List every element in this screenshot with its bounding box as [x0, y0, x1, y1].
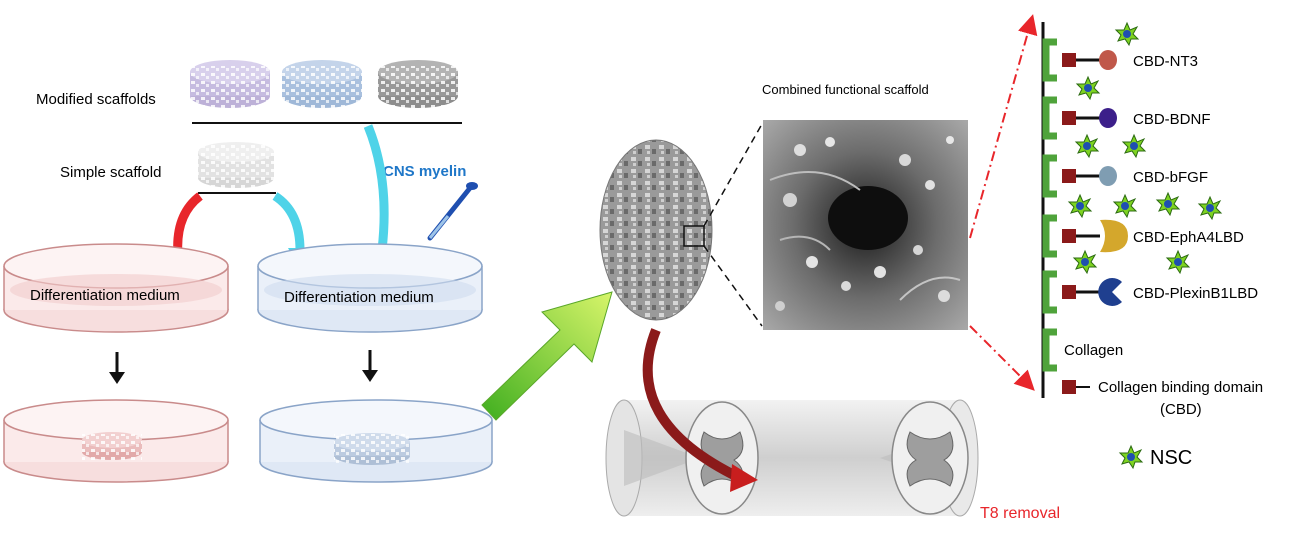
legend-row: CBD-BDNF — [1042, 96, 1211, 140]
nsc-label: NSC — [1150, 447, 1192, 469]
cns-myelin-label: CNS myelin — [383, 163, 466, 180]
combined-scaffold — [599, 139, 713, 321]
petri-dish-pink-top — [3, 243, 229, 333]
down-arrow-right — [362, 350, 378, 382]
molecule-icon — [1100, 219, 1128, 253]
zoom-line-top — [703, 123, 763, 227]
t8-removal-label: T8 removal — [980, 505, 1060, 522]
nsc-icon — [1113, 194, 1137, 218]
sem-image — [763, 120, 968, 330]
legend-row: CBD-PlexinB1LBD — [1042, 270, 1258, 314]
nsc-icon — [1068, 194, 1092, 218]
molecule-icon — [1099, 166, 1117, 186]
zoom-box — [683, 225, 705, 247]
collagen-bracket — [1042, 96, 1057, 140]
collagen-bracket — [1042, 214, 1057, 258]
collagen-bracket — [1042, 38, 1057, 82]
green-arrow — [481, 291, 613, 421]
modified-scaffold-gray — [378, 60, 458, 108]
legend-item-label: CBD-BDNF — [1133, 111, 1211, 128]
collagen-label: Collagen — [1064, 342, 1123, 359]
petri-dish-pink-bottom — [3, 399, 229, 483]
nsc-legend-icon — [1119, 445, 1143, 469]
cbd-label-line2: (CBD) — [1160, 401, 1202, 418]
nsc-icon — [1076, 76, 1100, 100]
nsc-icon — [1122, 134, 1146, 158]
pipette-icon — [425, 182, 478, 263]
nsc-icon — [1198, 196, 1222, 220]
nsc-icon — [1156, 192, 1180, 216]
simple-scaffold — [198, 142, 274, 188]
collagen-bracket — [1042, 154, 1057, 198]
cbd-square-icon — [1062, 285, 1076, 299]
expand-line-top — [969, 14, 1038, 239]
petri-dish-blue-top — [257, 243, 483, 333]
petri-dish-blue-bottom — [259, 399, 493, 483]
differentiation-medium-right-label: Differentiation medium — [284, 289, 434, 306]
legend-row: CBD-NT3 — [1042, 38, 1198, 82]
legend-item-label: CBD-PlexinB1LBD — [1133, 285, 1258, 302]
legend-row: CBD-bFGF — [1042, 154, 1208, 198]
simple-scaffold-label: Simple scaffold — [60, 164, 161, 181]
cbd-label-line1: Collagen binding domain — [1098, 379, 1263, 396]
legend-row: CBD-EphA4LBD — [1042, 214, 1244, 258]
legend-item-label: CBD-EphA4LBD — [1133, 229, 1244, 246]
nsc-icon — [1166, 250, 1190, 274]
red-curved-arrow — [173, 192, 203, 256]
nsc-icon — [1075, 134, 1099, 158]
collagen-bracket — [1042, 270, 1057, 314]
legend-item-label: CBD-bFGF — [1133, 169, 1208, 186]
nsc-icon — [1073, 250, 1097, 274]
cbd-square-icon — [1062, 169, 1076, 183]
modified-scaffold-blue — [282, 60, 362, 108]
modified-scaffolds-label: Modified scaffolds — [36, 91, 156, 108]
cbd-square-icon — [1062, 229, 1076, 243]
down-arrow-left — [109, 352, 125, 384]
cbd-square-icon — [1062, 53, 1076, 67]
expand-line-bottom — [969, 325, 1035, 391]
molecule-icon — [1099, 108, 1117, 128]
collagen-bracket — [1042, 328, 1057, 372]
cyan-curved-arrow-short — [272, 192, 305, 251]
molecule-icon — [1099, 50, 1117, 70]
differentiation-medium-left-label: Differentiation medium — [30, 287, 180, 304]
modified-scaffold-purple — [190, 60, 270, 108]
cyan-curved-arrow-long — [363, 124, 389, 251]
cbd-square-icon — [1062, 111, 1076, 125]
zoom-line-bottom — [703, 245, 763, 327]
spinal-cord-cylinder — [605, 399, 979, 517]
implant-arrow — [642, 328, 743, 483]
molecule-icon — [1098, 278, 1122, 306]
legend-item-label: CBD-NT3 — [1133, 53, 1198, 70]
nsc-icon — [1115, 22, 1139, 46]
cbd-square-icon — [1062, 380, 1076, 394]
combined-functional-scaffold-label: Combined functional scaffold — [762, 82, 929, 97]
